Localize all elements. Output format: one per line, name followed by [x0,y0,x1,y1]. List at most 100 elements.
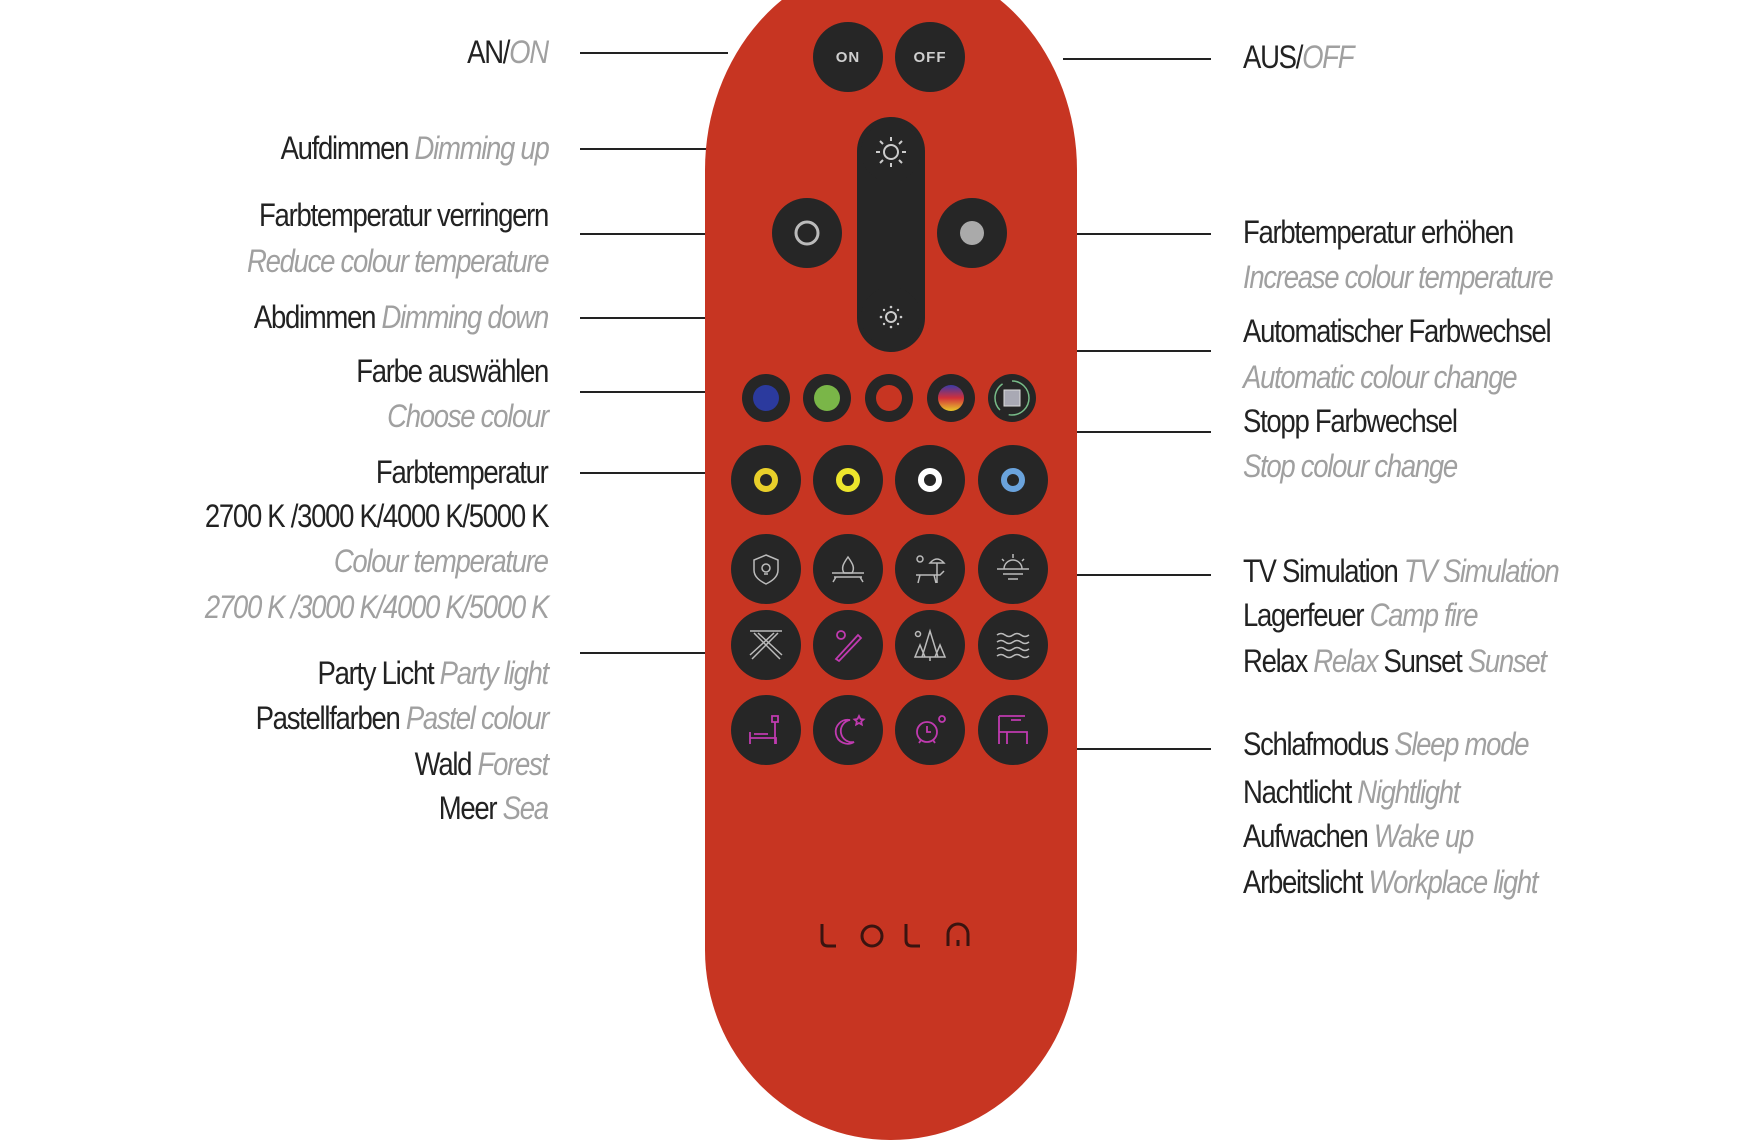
dim-down-button[interactable] [861,287,921,347]
workplace-light-button[interactable] [978,695,1048,765]
leader-line [580,317,810,319]
blue-dot-icon [753,385,779,411]
label-colour-temp-values-de: 2700 K /3000 K/4000 K/5000 K [204,498,550,534]
beach-chair-icon [916,555,946,584]
yellow-ring-icon [754,468,778,492]
reduce-temperature-button[interactable] [772,198,842,268]
label-relax-sunset: Relax Relax Sunset Sunset [1243,641,1547,681]
sun-small-icon [879,305,903,329]
label-colour-temp-de: Farbtemperatur [376,454,549,490]
label-reduce-temp-en: Reduce colour temperature [246,243,550,279]
leader-line [580,148,810,150]
label-off: AUS/OFF [1243,37,1355,77]
sun-large-icon [876,137,906,167]
label-stop-change-de: Stopp Farbwechsel [1243,403,1458,439]
label-en: Party light [439,655,549,691]
on-button-label: ON [835,48,861,66]
relax-button[interactable] [895,534,965,604]
leader-line [1055,431,1211,433]
label-workplace: Arbeitslicht Workplace light [1243,862,1539,902]
spotlights-icon [749,630,783,660]
label-de: AN/ [467,34,510,70]
label-en: Forest [477,746,550,782]
temp-5000k-button[interactable] [978,445,1048,515]
shield-bulb-icon [753,554,779,585]
label-campfire: Lagerfeuer Camp fire [1243,595,1479,635]
label-de: Aufwachen [1243,818,1369,854]
campfire-icon [832,555,864,583]
label-sea: Meer Sea [439,788,549,828]
label-auto-change-en: Automatic colour change [1243,359,1518,395]
label-de: Meer [439,790,498,826]
temp-3000k-button[interactable] [813,445,883,515]
label-en: ON [509,34,549,70]
label-de: Wald [414,746,473,782]
moon-stars-icon [834,713,866,745]
label-dim-up: Aufdimmen Dimming up [280,128,549,168]
label-en: Dimming up [414,130,549,166]
leader-line [1055,574,1211,576]
green-dot-icon [814,385,840,411]
label-increase-temp-de: Farbtemperatur erhöhen [1243,214,1514,250]
off-button[interactable]: OFF [895,22,965,92]
label-stop-change-en: Stop colour change [1243,448,1458,484]
leader-line [580,391,728,393]
label-de: Lagerfeuer [1243,597,1364,633]
label-colour-temp-en: Colour temperature [334,543,549,579]
paintbrush-icon [834,630,863,663]
label-en: Camp fire [1369,597,1479,633]
bed-lamp-icon [749,715,779,744]
label-en: Sleep mode [1394,726,1529,762]
stop-square-icon [994,380,1030,416]
label-en: OFF [1302,39,1354,75]
label-nightlight: Nachtlicht Nightlight [1243,772,1460,812]
label-on: AN/ON [467,32,549,72]
stop-colour-change-button[interactable] [988,374,1036,422]
party-light-button[interactable] [731,610,801,680]
label-de: Sunset [1383,643,1463,679]
lola-logo [820,922,970,948]
label-de: TV Simulation [1243,553,1399,589]
auto-colour-change-button[interactable] [927,374,975,422]
label-choose-colour-en: Choose colour [387,398,549,434]
dim-up-button[interactable] [861,122,921,182]
label-en: Nightlight [1357,774,1460,810]
red-dot-icon [876,385,902,411]
leader-line [1000,350,1211,352]
sunset-icon [997,554,1029,580]
label-dim-down: Abdimmen Dimming down [254,297,549,337]
forest-button[interactable] [895,610,965,680]
label-de: Pastellfarben [255,700,400,736]
ring-icon [794,220,820,246]
desk-lamp-icon [998,715,1028,744]
sleep-mode-button[interactable] [731,695,801,765]
label-de: Schlafmodus [1243,726,1389,762]
nightlight-button[interactable] [813,695,883,765]
leader-line [580,233,728,235]
tv-simulation-button[interactable] [731,534,801,604]
label-reduce-temp-de: Farbtemperatur verringern [259,197,549,233]
sunset-button[interactable] [978,534,1048,604]
gradient-dot-icon [938,385,964,411]
off-button-label: OFF [913,48,947,66]
leader-line [1063,233,1211,235]
label-tv: TV Simulation TV Simulation [1243,551,1560,591]
colour-green-button[interactable] [803,374,851,422]
increase-temperature-button[interactable] [937,198,1007,268]
sea-button[interactable] [978,610,1048,680]
campfire-button[interactable] [813,534,883,604]
temp-4000k-button[interactable] [895,445,965,515]
leader-line [1055,748,1211,750]
leader-line [1063,58,1211,60]
pastel-colour-button[interactable] [813,610,883,680]
label-en: Workplace light [1368,864,1538,900]
on-button[interactable]: ON [813,22,883,92]
wake-up-button[interactable] [895,695,965,765]
leader-line [580,472,722,474]
temp-2700k-button[interactable] [731,445,801,515]
label-en: Sunset [1467,643,1547,679]
colour-blue-button[interactable] [742,374,790,422]
colour-red-button[interactable] [865,374,913,422]
label-en: Dimming down [381,299,549,335]
label-wakeup: Aufwachen Wake up [1243,816,1474,856]
